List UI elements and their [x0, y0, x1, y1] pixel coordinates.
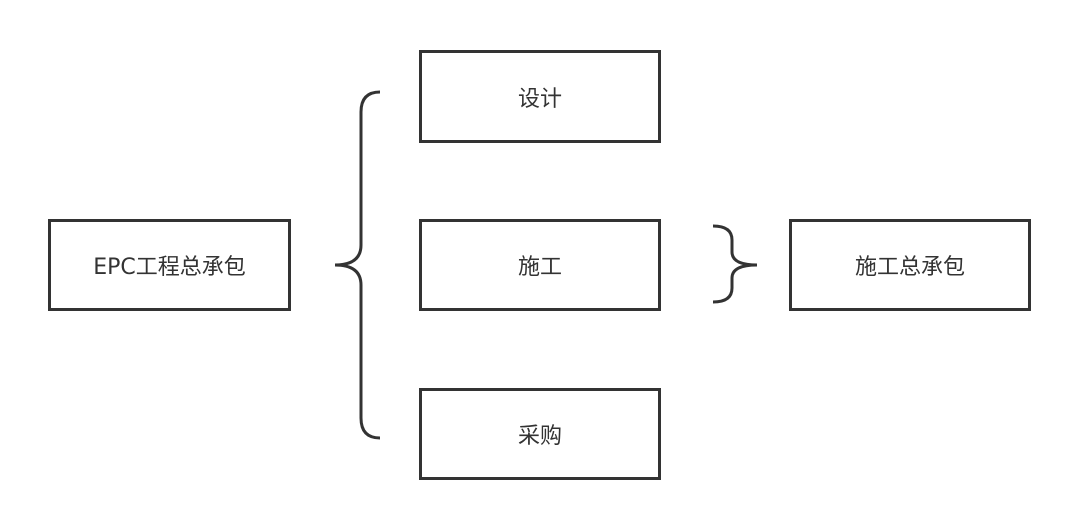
node-construction-general: 施工总承包	[789, 219, 1031, 311]
node-procurement: 采购	[419, 388, 661, 480]
node-epc: EPC工程总承包	[48, 219, 291, 311]
node-construction: 施工	[419, 219, 661, 311]
left-brace	[334, 90, 381, 440]
right-brace	[712, 224, 758, 304]
node-design: 设计	[419, 50, 661, 143]
